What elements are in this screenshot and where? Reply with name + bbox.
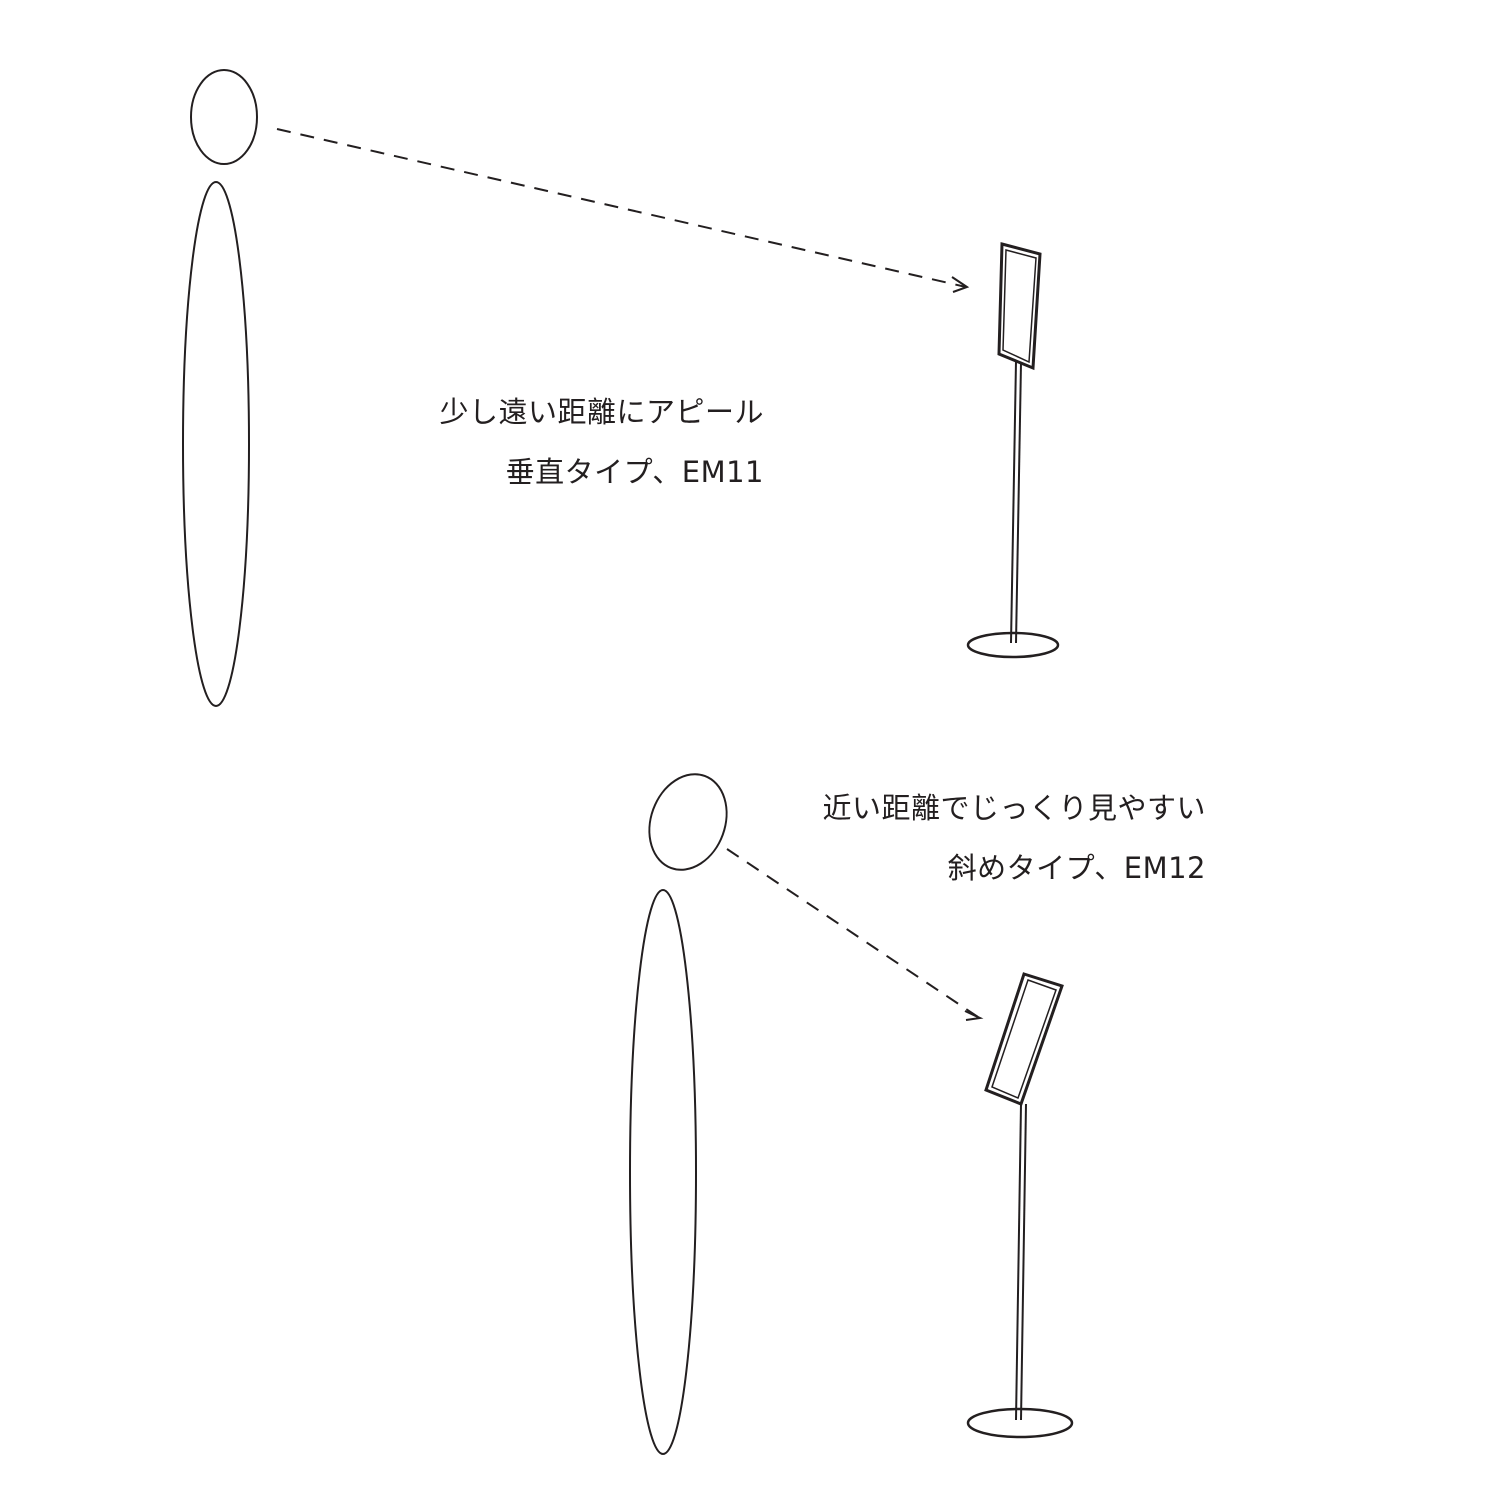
person-body-far bbox=[182, 181, 250, 707]
sign-stand-tilted-em12 bbox=[966, 972, 1074, 1439]
caption-far-line1: 少し遠い距離にアピール bbox=[439, 395, 764, 429]
sightline-arrow-far bbox=[276, 128, 970, 293]
person-head-near bbox=[648, 773, 728, 871]
sightline-arrow-near bbox=[726, 848, 984, 1021]
caption-near: 近い距離でじっくり見やすい 斜めタイプ、EM12 bbox=[822, 778, 1206, 898]
caption-near-line1: 近い距離でじっくり見やすい bbox=[822, 791, 1206, 825]
caption-far: 少し遠い距離にアピール 垂直タイプ、EM11 bbox=[439, 382, 764, 502]
caption-far-line2: 垂直タイプ、EM11 bbox=[505, 455, 764, 489]
person-head-far bbox=[190, 69, 258, 165]
caption-near-line2: 斜めタイプ、EM12 bbox=[947, 851, 1206, 885]
person-body-near bbox=[629, 889, 697, 1455]
person-figure-near bbox=[629, 773, 728, 1455]
person-figure-far bbox=[182, 69, 258, 707]
sign-stand-vertical-em11 bbox=[966, 242, 1060, 659]
